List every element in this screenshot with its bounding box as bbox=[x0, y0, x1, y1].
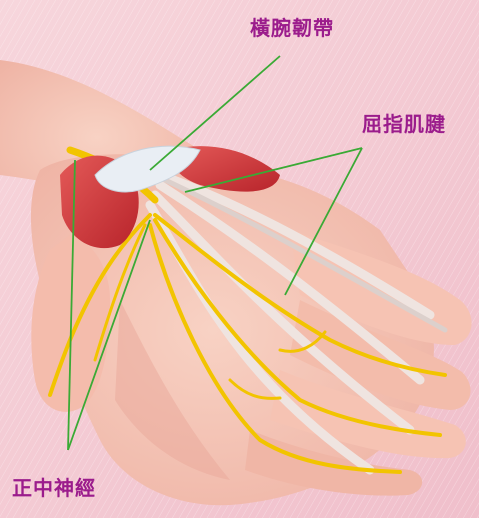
label-flexor-tendons: 屈指肌腱 bbox=[362, 108, 446, 137]
label-median-nerve: 正中神經 bbox=[12, 472, 96, 501]
label-transverse-carpal-ligament: 橫腕韌帶 bbox=[250, 12, 334, 41]
